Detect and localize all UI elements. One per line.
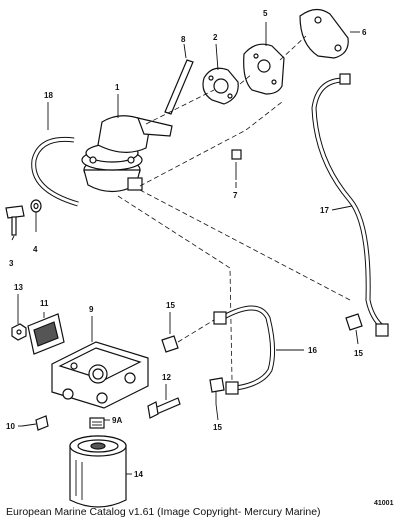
vent-hose [31,136,79,207]
callout-9: 9 [89,305,94,314]
callout-2: 2 [213,33,218,42]
callout-9a: 9A [112,416,122,425]
fitting-middle [161,319,215,353]
leader-lines [11,22,360,475]
callout-4: 4 [33,245,38,254]
callout-17: 17 [320,206,329,215]
callout-10: 10 [6,422,15,431]
filter-screw [21,415,49,431]
figure-number: 41001 [374,500,394,507]
callout-15-lower: 15 [213,423,222,432]
gasket-plate [299,8,349,59]
callout-14: 14 [134,470,143,479]
screw [5,205,25,236]
fuel-filter [69,435,127,508]
callout-1: 1 [115,83,120,92]
callout-7: 7 [233,191,238,200]
fuel-pump [81,115,173,193]
washer [30,199,42,213]
callout-16: 16 [308,346,317,355]
bolt [147,397,181,419]
push-rod [164,59,194,115]
fuel-line [311,73,389,337]
callout-13: 13 [14,283,23,292]
filter-plate [27,313,65,355]
callout-5: 5 [263,9,268,18]
callout-15-middle: 15 [166,301,175,310]
filter-bracket [51,341,149,409]
nut [11,323,27,341]
callout-3: 3 [9,259,14,268]
callout-15-right: 15 [354,349,363,358]
gasket [202,67,239,105]
image-caption: European Marine Catalog v1.61 (Image Cop… [6,506,321,518]
fitting [231,149,242,180]
fitting-lower [209,377,225,404]
fitting-right [345,313,363,331]
callout-6: 6 [362,28,367,37]
mounting-plate [243,43,285,95]
fuel-filter-line [213,305,276,395]
filter-adapter [89,417,105,429]
callout-12: 12 [162,373,171,382]
callout-8: 8 [181,35,186,44]
callout-11: 11 [40,299,49,308]
callout-18: 18 [44,91,53,100]
